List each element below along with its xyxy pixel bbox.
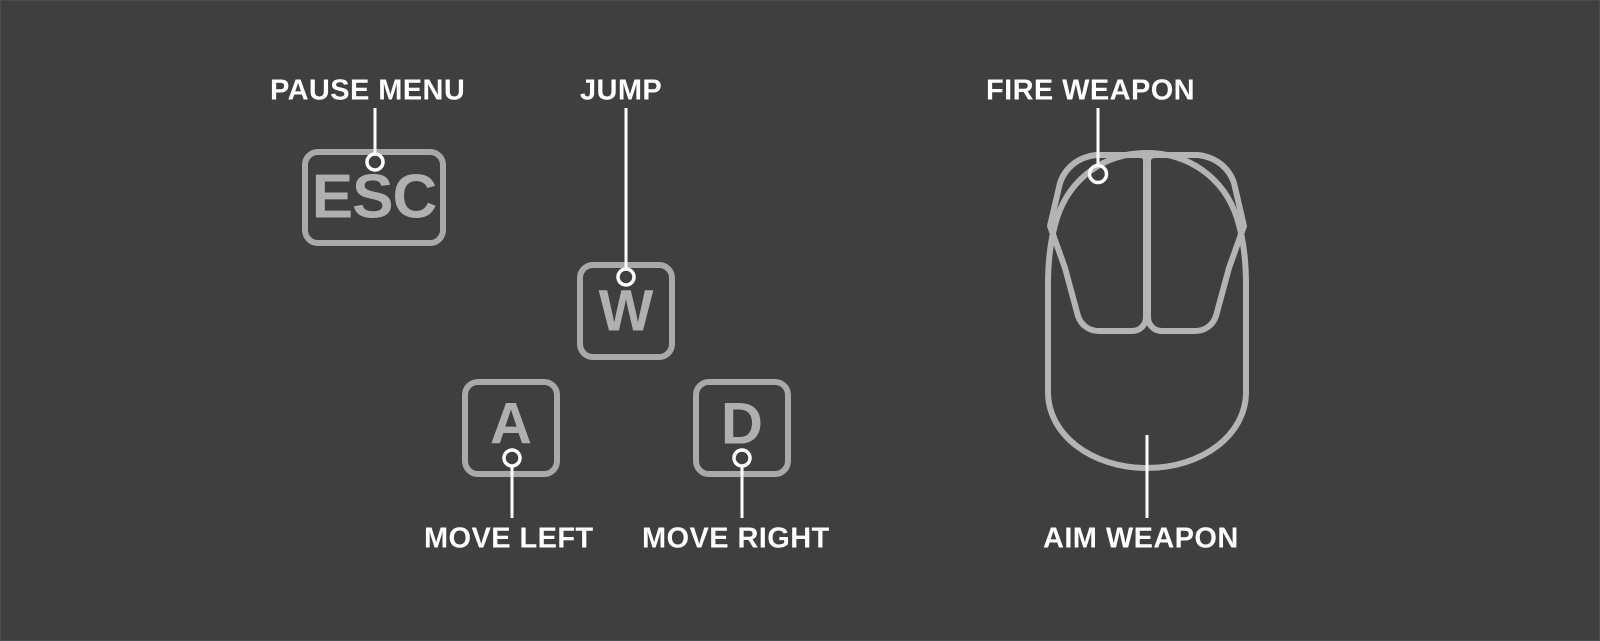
- key-w-group[interactable]: W JUMP: [577, 75, 675, 360]
- key-esc-group[interactable]: ESC PAUSE MENU: [270, 75, 465, 246]
- key-a-group[interactable]: A MOVE LEFT: [424, 379, 594, 555]
- callout-label-pause-menu: PAUSE MENU: [270, 75, 465, 107]
- callout-label-move-right: MOVE RIGHT: [642, 523, 830, 555]
- callout-label-jump: JUMP: [580, 75, 662, 107]
- key-a-glyph: A: [490, 391, 532, 456]
- key-w-glyph: W: [599, 278, 654, 343]
- callout-dot-jump: [616, 267, 636, 287]
- callout-dot-fire-weapon: [1087, 163, 1109, 185]
- key-d-group[interactable]: D MOVE RIGHT: [642, 379, 830, 555]
- key-d-glyph: D: [721, 391, 763, 456]
- callout-label-aim-weapon: AIM WEAPON: [1043, 523, 1239, 555]
- mouse-device-group[interactable]: FIRE WEAPON AIM WEAPON: [986, 75, 1249, 555]
- callout-dot-pause-menu: [365, 152, 385, 172]
- callout-label-move-left: MOVE LEFT: [424, 523, 594, 555]
- mouse-right-button[interactable]: [1145, 152, 1247, 334]
- key-esc-glyph: ESC: [312, 162, 437, 231]
- callout-label-fire-weapon: FIRE WEAPON: [986, 75, 1195, 107]
